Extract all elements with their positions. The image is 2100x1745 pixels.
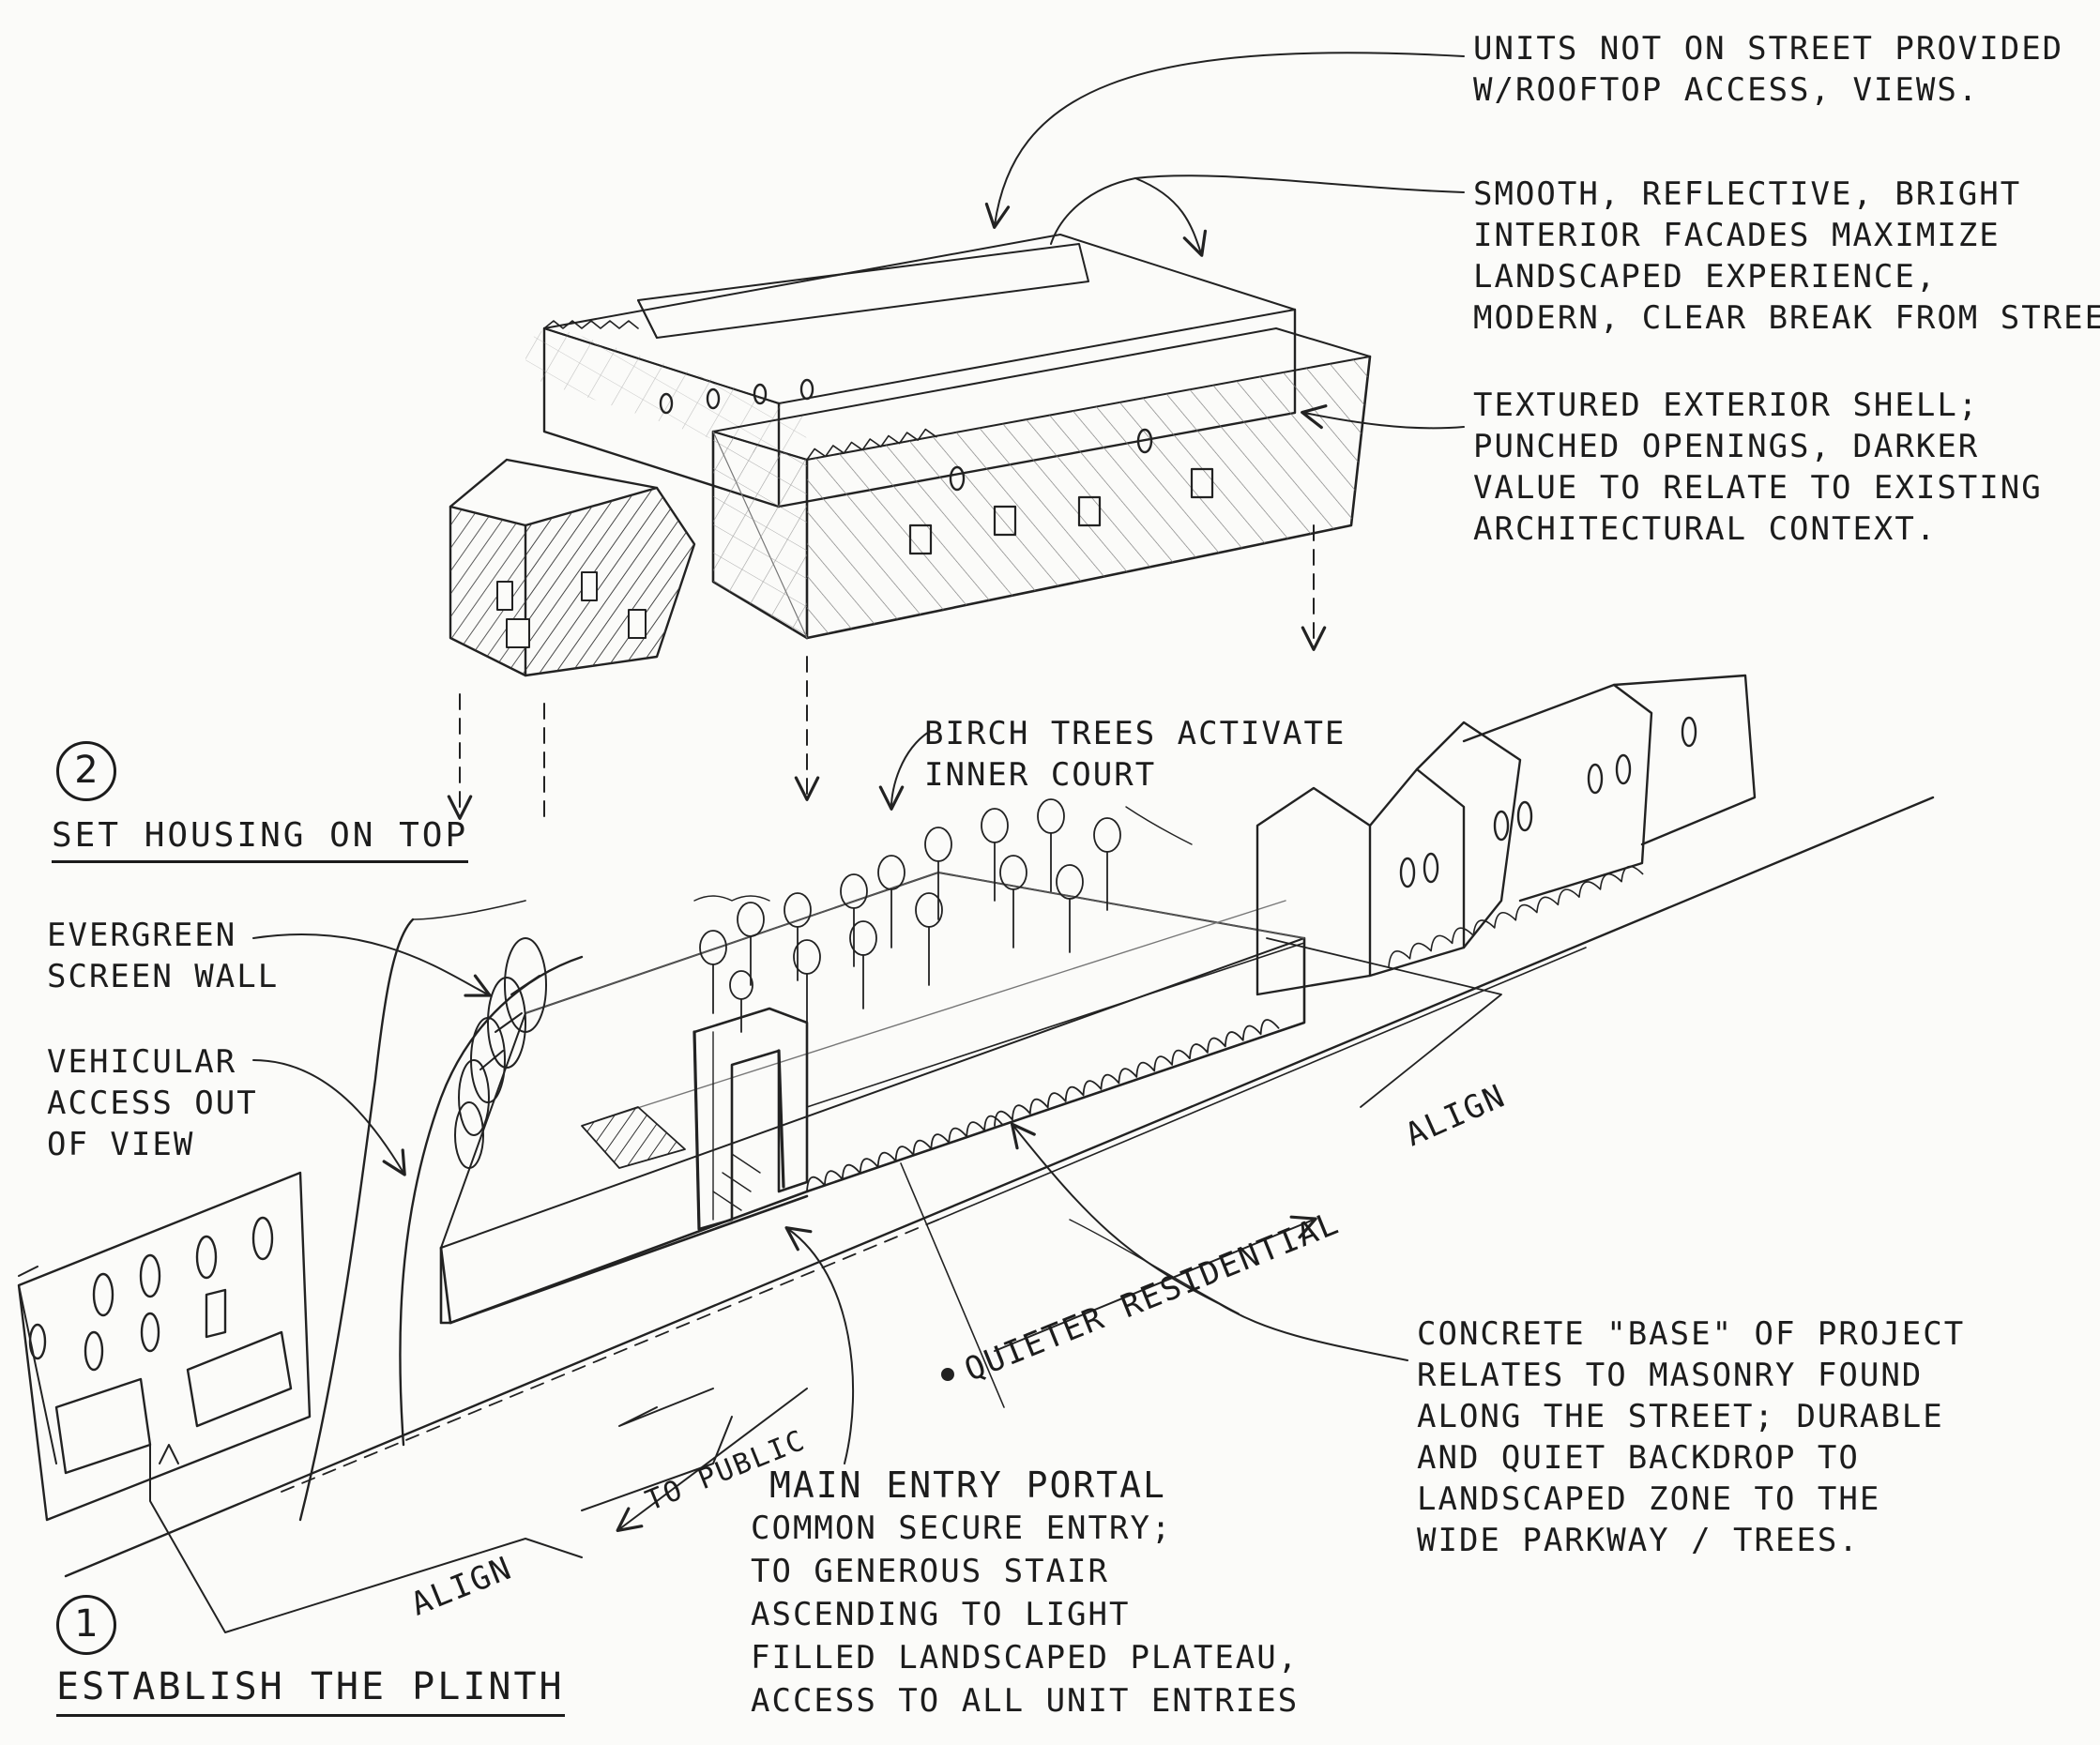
step-1-title: ESTABLISH THE PLINTH — [56, 1665, 565, 1717]
note-line: LANDSCAPED ZONE TO THE — [1417, 1480, 1881, 1518]
street-tree — [300, 901, 582, 1520]
note-line: LANDSCAPED EXPERIENCE, — [1473, 258, 1938, 296]
note-line: CONCRETE "BASE" OF PROJECT — [1417, 1315, 1966, 1353]
leader-lines — [253, 53, 1464, 1464]
note-line: FILLED LANDSCAPED PLATEAU, — [751, 1639, 1300, 1677]
note-line: OF VIEW — [47, 1126, 195, 1163]
note-entry-portal: MAIN ENTRY PORTAL COMMON SECURE ENTRY; T… — [751, 1464, 1299, 1722]
note-birch-trees: BIRCH TREES ACTIVATE INNER COURT — [924, 713, 1346, 796]
note-line: RELATES TO MASONRY FOUND — [1417, 1357, 1924, 1394]
note-line: WIDE PARKWAY / TREES. — [1417, 1522, 1860, 1559]
note-line: PUNCHED OPENINGS, DARKER — [1473, 428, 1980, 465]
note-concrete-base: CONCRETE "BASE" OF PROJECT RELATES TO MA… — [1417, 1313, 1965, 1561]
left-neighbor-building — [19, 1173, 310, 1520]
right-neighbor-houses — [1257, 675, 1755, 994]
note-line: TO GENEROUS STAIR — [751, 1553, 1109, 1590]
note-line: INNER COURT — [924, 756, 1157, 794]
step-2-title: SET HOUSING ON TOP — [52, 816, 469, 863]
note-line: ARCHITECTURAL CONTEXT. — [1473, 510, 1938, 548]
note-line: ALONG THE STREET; DURABLE — [1417, 1398, 1944, 1435]
note-line: INTERIOR FACADES MAXIMIZE — [1473, 217, 2001, 254]
evergreen-screen — [455, 938, 546, 1168]
note-line: BIRCH TREES ACTIVATE — [924, 715, 1347, 752]
entry-portal — [694, 1009, 807, 1229]
street-lines — [19, 797, 1989, 1670]
note-exterior-shell: TEXTURED EXTERIOR SHELL; PUNCHED OPENING… — [1473, 385, 2043, 550]
note-line: ACCESS OUT — [47, 1085, 258, 1122]
note-line: VALUE TO RELATE TO EXISTING — [1473, 469, 2043, 507]
note-line: EVERGREEN — [47, 917, 237, 954]
step-1-number: 1 — [56, 1595, 116, 1655]
note-line: TEXTURED EXTERIOR SHELL; — [1473, 387, 1980, 424]
note-line: SMOOTH, REFLECTIVE, BRIGHT — [1473, 175, 2022, 213]
note-rooftop: UNITS NOT ON STREET PROVIDED W/ROOFTOP A… — [1473, 28, 2063, 111]
birch-trees — [694, 799, 1192, 1032]
housing-front-bar — [713, 328, 1370, 638]
note-line: SCREEN WALL — [47, 958, 280, 995]
note-interior-facades: SMOOTH, REFLECTIVE, BRIGHT INTERIOR FACA… — [1473, 174, 2100, 339]
street-arrows — [150, 1220, 1314, 1632]
note-line: AND QUIET BACKDROP TO — [1417, 1439, 1860, 1477]
note-line: MAIN ENTRY PORTAL — [769, 1464, 1166, 1506]
note-line: ACCESS TO ALL UNIT ENTRIES — [751, 1682, 1300, 1720]
plinth — [441, 872, 1501, 1323]
front-hedge — [803, 1017, 1279, 1191]
note-line: MODERN, CLEAR BREAK FROM STREET — [1473, 299, 2100, 337]
note-evergreen: EVERGREEN SCREEN WALL — [47, 915, 279, 997]
housing-corner-block — [450, 460, 694, 675]
note-line: VEHICULAR — [47, 1043, 237, 1081]
note-vehicular: VEHICULAR ACCESS OUT OF VIEW — [47, 1041, 258, 1165]
note-line: COMMON SECURE ENTRY; — [751, 1510, 1173, 1547]
drop-lines — [460, 525, 1314, 826]
note-line: W/ROOFTOP ACCESS, VIEWS. — [1473, 71, 1980, 109]
step-2-number: 2 — [56, 741, 116, 801]
note-line: UNITS NOT ON STREET PROVIDED — [1473, 30, 2064, 68]
note-line: ASCENDING TO LIGHT — [751, 1596, 1131, 1633]
